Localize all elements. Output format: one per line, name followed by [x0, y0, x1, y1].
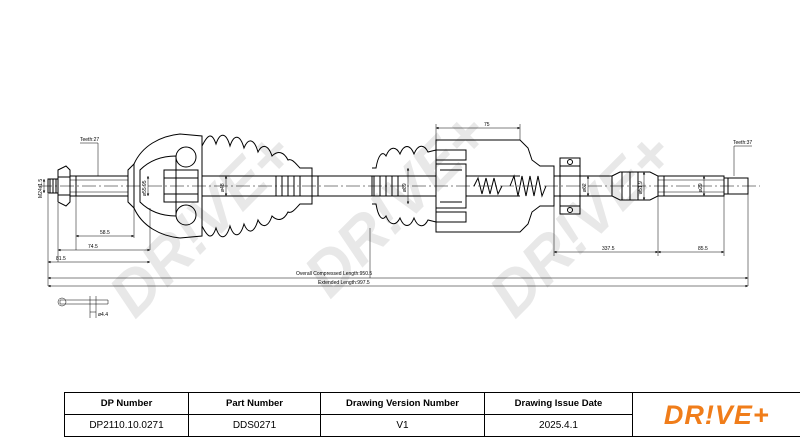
watermark-3: DR!VE+ [476, 119, 687, 330]
dim-d48: ø48 [220, 183, 226, 192]
overall-length-label: Overall Compressed Length:950.5 [296, 271, 372, 277]
cv-ball-top [176, 147, 196, 167]
dim-585: 58.5 [100, 230, 110, 236]
dim-d29: ø29 [698, 183, 704, 192]
pin-diameter-label: ø4.4 [98, 312, 108, 318]
brand-logo: DR!VE+ [664, 400, 770, 430]
dim-855: 85.5 [698, 246, 708, 252]
value-issue-date: 2025.4.1 [485, 415, 633, 437]
value-drawing-version: V1 [321, 415, 485, 437]
header-dp-number: DP Number [65, 393, 189, 415]
watermark-group: DR!VE+ DR!VE+ DR!VE+ [96, 99, 687, 330]
dim-d62: ø62 [582, 183, 588, 192]
teeth-right-label: Teeth:37 [733, 140, 752, 146]
extended-length-label: Extended Length:997.5 [318, 280, 370, 286]
header-part-number: Part Number [189, 393, 321, 415]
header-issue-date: Drawing Issue Date [485, 393, 633, 415]
header-drawing-version: Drawing Version Number [321, 393, 485, 415]
dim-d5595: ø55.95 [142, 180, 148, 196]
title-block: DP Number Part Number Drawing Version Nu… [64, 392, 800, 437]
dim-d519: ø51.9 [638, 181, 644, 194]
logo-cell: DR!VE+ [633, 393, 800, 437]
dim-745: 74.5 [88, 244, 98, 250]
value-dp-number: DP2110.10.0271 [65, 415, 189, 437]
dim-d89: ø89 [402, 183, 408, 192]
value-part-number: DDS0271 [189, 415, 321, 437]
dim-75: 75 [484, 122, 490, 128]
dim-3375: 337.5 [602, 246, 615, 252]
thread-label: M24x1.5 [38, 179, 44, 198]
teeth-left-label: Teeth:27 [80, 137, 99, 143]
cotter-pin [60, 300, 108, 304]
dim-815: 81.5 [56, 256, 66, 262]
watermark-2: DR!VE+ [291, 99, 502, 310]
